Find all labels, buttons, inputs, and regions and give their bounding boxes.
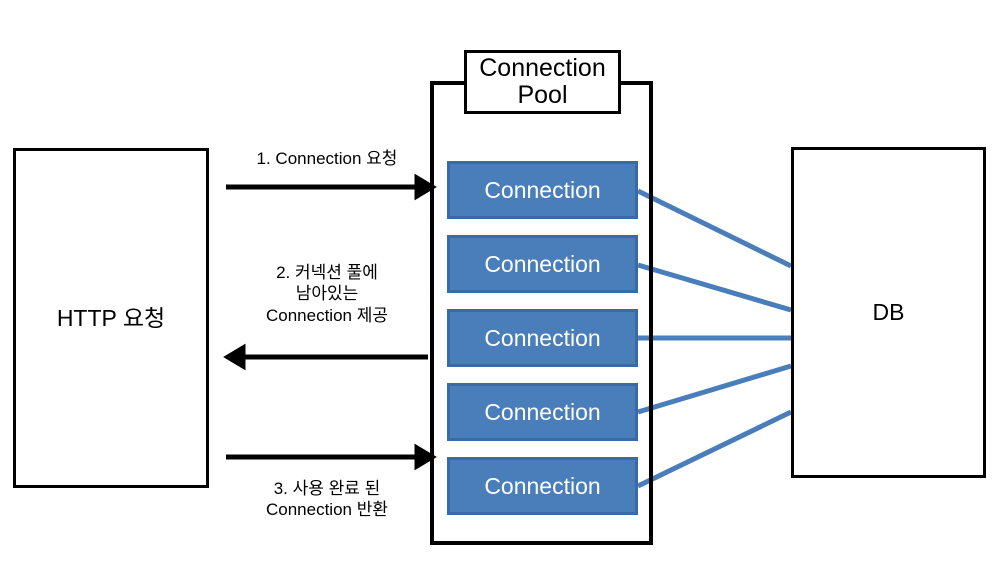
flow-label-return: 3. 사용 완료 된 Connection 반환 <box>265 479 388 520</box>
database-box: DB <box>791 147 986 478</box>
connection-item-label: Connection <box>484 250 601 277</box>
connection-item-3[interactable]: Connection <box>447 309 638 367</box>
connection-item-label: Connection <box>484 324 601 351</box>
connection-pool-title-box: Connection Pool <box>464 50 621 114</box>
connection-item-label: Connection <box>484 398 601 425</box>
http-request-label: HTTP 요청 <box>56 304 166 331</box>
flow-label-provide: 2. 커넥션 풀에 남아있는 Connection 제공 <box>265 263 388 325</box>
connection-item-label: Connection <box>484 472 601 499</box>
connection-item-label: Connection <box>484 176 601 203</box>
http-request-box: HTTP 요청 <box>13 148 209 488</box>
wire-connection-4 <box>637 363 792 415</box>
flow-label-request: 1. Connection 요청 <box>256 149 398 168</box>
wire-connection-2 <box>637 262 792 313</box>
wire-connection-1 <box>636 188 793 269</box>
database-label: DB <box>872 299 905 326</box>
wire-connection-5 <box>636 409 793 489</box>
connection-item-1[interactable]: Connection <box>447 161 638 219</box>
flow-arrowhead-provide <box>223 343 246 371</box>
connection-pool-title: Connection Pool <box>479 53 606 109</box>
connection-item-2[interactable]: Connection <box>447 235 638 293</box>
connection-item-4[interactable]: Connection <box>447 383 638 441</box>
connection-item-5[interactable]: Connection <box>447 457 638 515</box>
